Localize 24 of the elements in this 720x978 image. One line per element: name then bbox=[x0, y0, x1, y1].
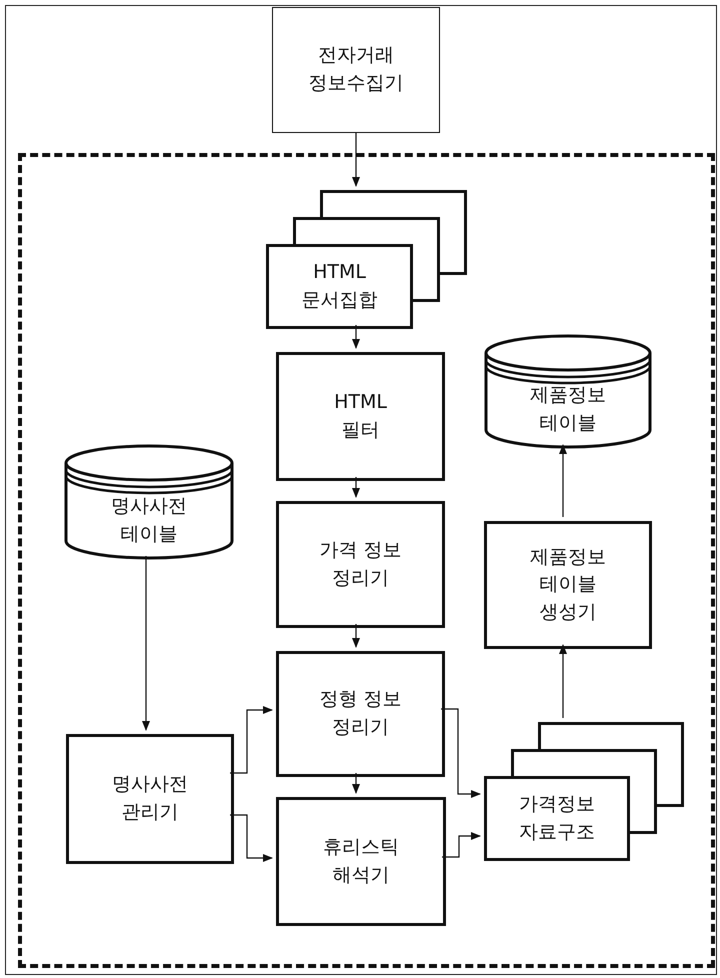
arrow bbox=[352, 325, 360, 349]
node-label: 제품정보 테이블 bbox=[529, 383, 607, 436]
arrow bbox=[352, 624, 360, 648]
node-label: 가격정보 자료구조 bbox=[518, 792, 596, 844]
process-box: 가격 정보 정리기 bbox=[276, 501, 445, 628]
process-box: 정형 정보 정리기 bbox=[276, 651, 445, 777]
arrow bbox=[352, 477, 360, 498]
process-box: 제품정보 테이블 생성기 bbox=[484, 521, 652, 649]
process-box: HTML 필터 bbox=[276, 352, 445, 481]
node-label: 명사사전 테이블 bbox=[110, 494, 188, 546]
node-label: HTML 문서집합 bbox=[300, 260, 378, 312]
arrow bbox=[352, 773, 360, 794]
arrow bbox=[559, 444, 567, 517]
arrow bbox=[230, 814, 273, 862]
arrow bbox=[441, 708, 481, 798]
arrow bbox=[230, 706, 273, 774]
arrow bbox=[442, 832, 481, 858]
arrow bbox=[559, 644, 567, 718]
process-box: 명사사전 관리기 bbox=[66, 734, 234, 864]
arrow bbox=[142, 556, 150, 731]
arrow bbox=[352, 133, 360, 187]
process-box: 전자거래 정보수집기 bbox=[272, 7, 440, 133]
dashed-boundary bbox=[18, 153, 715, 968]
process-box: 휴리스틱 해석기 bbox=[276, 797, 446, 926]
